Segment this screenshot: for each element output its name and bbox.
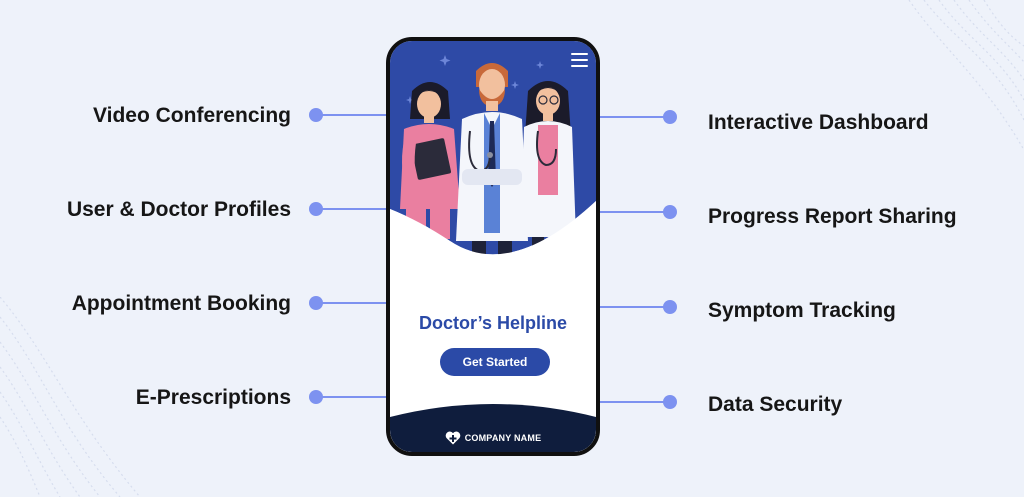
connector-line — [322, 396, 388, 398]
three-doctors-illustration — [390, 41, 596, 452]
connector-dot — [309, 296, 323, 310]
heart-cross-icon — [445, 431, 460, 445]
connector-line — [322, 208, 388, 210]
connector-dot — [309, 390, 323, 404]
connector-line — [322, 302, 388, 304]
wave-pattern-top-right — [908, 0, 1024, 151]
app-title: Doctor’s Helpline — [418, 313, 568, 333]
feature-appointment-booking: Appointment Booking — [71, 292, 291, 315]
connector-dot — [309, 202, 323, 216]
feature-progress-report-sharing: Progress Report Sharing — [708, 205, 957, 228]
connector-dot — [663, 205, 677, 219]
connector-line — [598, 211, 664, 213]
connector-dot — [663, 395, 677, 409]
feature-e-prescriptions: E-Prescriptions — [135, 386, 291, 409]
company-logo: COMPANY NAME — [390, 431, 596, 445]
connector-line — [598, 306, 664, 308]
feature-symptom-tracking: Symptom Tracking — [708, 299, 896, 322]
connector-line — [322, 114, 388, 116]
connector-line — [598, 116, 664, 118]
company-name: COMPANY NAME — [464, 433, 542, 443]
feature-data-security: Data Security — [708, 393, 843, 416]
wave-pattern-bottom-left — [0, 297, 140, 497]
phone-mockup: Doctor’s Helpline Get Started COMPANY NA… — [386, 37, 600, 456]
connector-dot — [309, 108, 323, 122]
connector-line — [598, 401, 664, 403]
connector-dot — [663, 110, 677, 124]
feature-video-conferencing: Video Conferencing — [93, 104, 291, 127]
feature-user-doctor-profiles: User & Doctor Profiles — [66, 198, 291, 221]
feature-interactive-dashboard: Interactive Dashboard — [708, 111, 929, 134]
get-started-button[interactable]: Get Started — [440, 348, 550, 376]
connector-dot — [663, 300, 677, 314]
hamburger-menu-icon[interactable] — [571, 53, 588, 71]
